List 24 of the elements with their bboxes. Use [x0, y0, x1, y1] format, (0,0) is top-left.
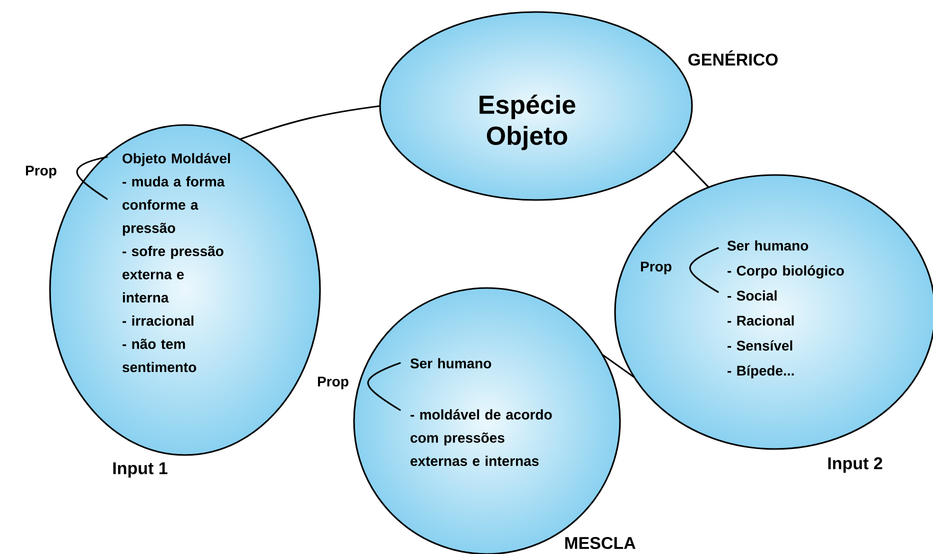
list-item: - sofre pressão externa e interna: [122, 246, 224, 303]
prop-label: Prop: [318, 376, 348, 390]
list-item: - muda a forma conforme a pressão: [122, 176, 225, 236]
space-label: Input 1: [113, 462, 168, 478]
space-label: GENÉRICO: [688, 50, 778, 66]
list-item: - Sensível: [728, 340, 792, 351]
space-label: Input 2: [828, 457, 882, 473]
list-item: - Bípede...: [728, 365, 794, 378]
list-item: - irracional: [122, 316, 194, 326]
space-label: MESCLA: [565, 536, 636, 550]
list-item: - Social: [728, 290, 777, 301]
connector-line: [602, 354, 635, 378]
heading: Objeto Moldável: [122, 152, 230, 166]
prop-label: Prop: [26, 166, 56, 178]
title-text: Espécie Objeto: [480, 94, 576, 150]
list-item: - Racional: [728, 315, 794, 326]
list-item: - moldável de acordo com pressões externas e internas: [410, 409, 552, 466]
list-item: - não tem sentimento: [122, 338, 196, 372]
prop-label: Prop: [641, 262, 672, 274]
heading: Ser humano: [727, 240, 808, 251]
list-item: - Corpo biológico: [728, 265, 844, 278]
connector-line: [240, 105, 380, 140]
heading: Ser humano: [410, 358, 492, 368]
connector-line: [672, 150, 710, 188]
